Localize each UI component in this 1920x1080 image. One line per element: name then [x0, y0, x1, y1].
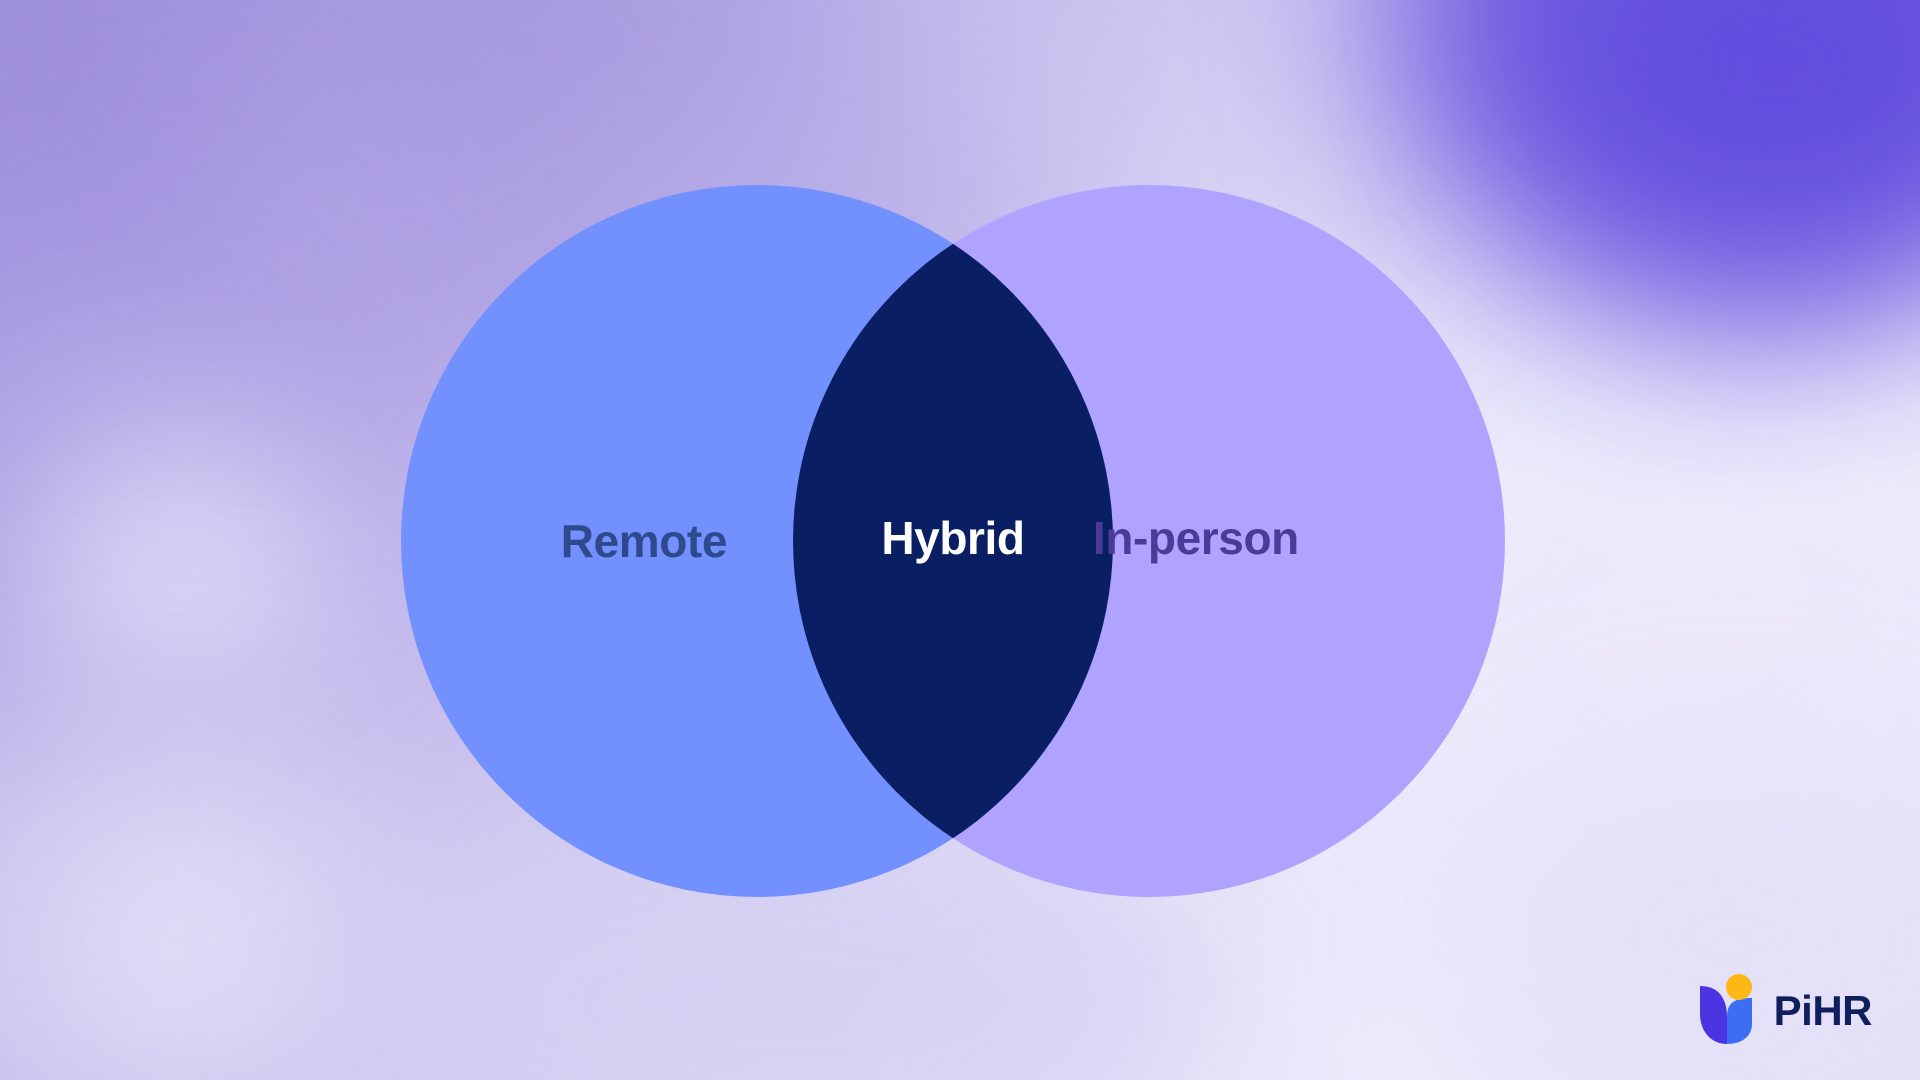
pihr-logo-mark-icon	[1699, 974, 1752, 1044]
pihr-logo-wordmark: PiHR	[1773, 987, 1873, 1034]
logo-dot-icon	[1725, 974, 1752, 1000]
background-blob-left-light	[20, 430, 350, 730]
background-blob-soft-two	[60, 820, 320, 1060]
venn-label-in-person: In-person	[1092, 512, 1299, 564]
logo-leaf-left-shape	[1699, 986, 1727, 1044]
pihr-logo[interactable]: PiHR	[1696, 974, 1873, 1048]
venn-label-remote: Remote	[560, 515, 728, 567]
venn-label-hybrid: Hybrid	[881, 512, 1025, 564]
venn-intersection-hybrid[interactable]	[793, 185, 1505, 897]
logo-leaf-right-shape	[1726, 998, 1752, 1044]
